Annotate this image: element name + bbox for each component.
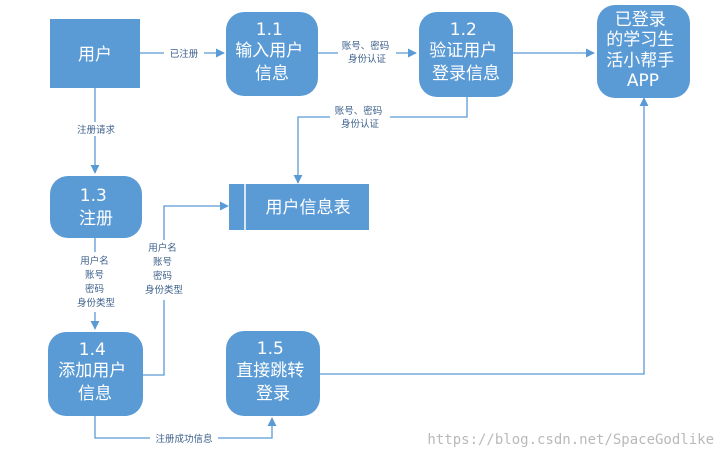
watermark: https://blog.csdn.net/SpaceGodlike (427, 432, 714, 448)
data-store-label: 用户信息表 (266, 198, 351, 218)
process-1-4 (48, 332, 143, 416)
process-1-4-label: 1.4 添加用户 信息 (58, 340, 131, 404)
edge-label-cred-to-store: 账号、密码 身份认证 (335, 105, 386, 130)
process-1-3 (50, 176, 142, 238)
process-1-5 (226, 331, 320, 416)
process-1-2 (419, 12, 513, 97)
edge-label-store-fields: 用户名 账号 密码 身份类型 (145, 242, 184, 296)
user-label: 用户 (78, 45, 112, 65)
process-1-1 (226, 12, 318, 96)
process-1-1-label: 1.1 输入用户 信息 (235, 20, 308, 84)
edge-p15-to-app (320, 97, 649, 375)
app-node-label: 已登录 的学习生 活小帮手 APP (606, 10, 679, 91)
edge-label-registered: 已注册 (170, 48, 199, 60)
edge-label-cred-to-verify: 账号、密码 身份认证 (342, 40, 393, 65)
process-1-3-label: 1.3 注册 (79, 186, 113, 229)
edge-labels: 已注册 账号、密码 身份认证 账号、密码 身份认证 注册请求 用户名 账号 密码… (68, 38, 396, 445)
process-1-5-label: 1.5 直接跳转 登录 (236, 339, 309, 404)
data-store-user-table (229, 184, 369, 230)
edge-label-reg-fields: 用户名 账号 密码 身份类型 (77, 255, 116, 309)
nodes: 用户 1.1 输入用户 信息 1.2 验证用户 登录信息 已登录 的学习生 活小… (48, 5, 690, 416)
app-node (597, 5, 690, 98)
external-entity-user (50, 19, 140, 88)
edge-label-reg-success: 注册成功信息 (155, 433, 212, 445)
edge-label-register-request: 注册请求 (77, 124, 116, 136)
process-1-2-label: 1.2 验证用户 登录信息 (429, 20, 502, 84)
